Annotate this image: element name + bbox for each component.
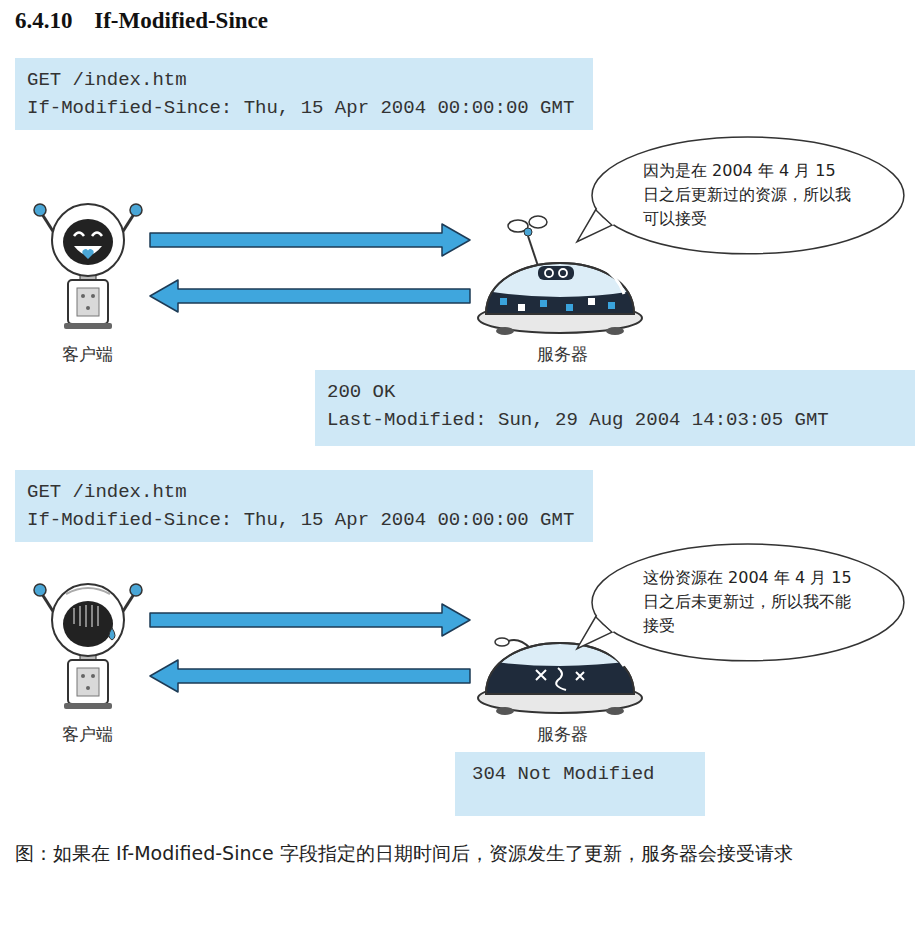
robot-figure: 客户端 — [25, 195, 150, 365]
server-robot-sad-part — [496, 707, 514, 715]
server-robot-sad-part — [600, 646, 624, 666]
client-robot-happy-part — [64, 323, 112, 329]
server-robot-happy-part — [496, 327, 514, 335]
http-header-line: 304 Not Modified — [472, 760, 654, 788]
server-robot-sad-part-part — [480, 660, 640, 696]
client-robot-sad-part — [66, 588, 110, 594]
client-robot-happy-part — [82, 249, 93, 259]
client-robot-sad-part — [77, 668, 99, 696]
client-robot-sad — [34, 584, 142, 709]
http-message-box: 200 OKLast-Modified: Sun, 29 Aug 2004 14… — [315, 370, 915, 446]
robot-figure: 服务器 — [470, 215, 655, 365]
server-robot-happy-part — [524, 228, 532, 236]
server-robot-happy-part-part — [500, 298, 507, 305]
http-message-box: GET /index.htmIf-Modified-Since: Thu, 15… — [15, 58, 593, 130]
top-scene — [34, 204, 642, 335]
http-header-line: GET /index.htm — [27, 66, 187, 94]
http-header-line: 200 OK — [327, 378, 395, 406]
server-robot-sad-part — [536, 668, 584, 690]
server-robot-happy-part — [538, 266, 574, 280]
server-robot-happy-part — [528, 236, 538, 266]
client-robot-sad-part — [86, 686, 90, 690]
client-robot-sad-part — [52, 584, 124, 656]
client-robot-sad-part — [81, 674, 85, 678]
speech-text: 因为是在 2004 年 4 月 15 日之后更新过的资源，所以我可以接受 — [643, 159, 853, 231]
robot-figure: 客户端 — [25, 575, 150, 745]
server-robot-sad-part — [495, 638, 509, 646]
client-robot-happy-part — [63, 219, 113, 265]
transfer-arrow — [150, 660, 470, 692]
figure-caption: 图：如果在 If-Modified-Since 字段指定的日期时间后，资源发生了… — [15, 838, 900, 868]
client-robot-sad-part — [63, 601, 113, 647]
server-robot-happy-part-part — [588, 298, 595, 305]
server-robot-happy-part — [545, 269, 553, 277]
server-robot-happy-part — [486, 263, 634, 314]
client-robot-happy-part — [52, 204, 124, 276]
client-robot-happy — [34, 204, 142, 329]
http-header-line: Last-Modified: Sun, 29 Aug 2004 14:03:05… — [327, 406, 829, 434]
speech-text: 这份资源在 2004 年 4 月 15 日之后未更新过，所以我不能接受 — [643, 566, 853, 638]
client-robot-happy-part — [74, 233, 84, 237]
http-header-line: GET /index.htm — [27, 478, 187, 506]
role-label: 服务器 — [537, 723, 588, 745]
http-header-line: If-Modified-Since: Thu, 15 Apr 2004 00:0… — [27, 506, 574, 534]
client-robot-happy-part — [68, 280, 108, 324]
client-robot-happy-part — [91, 294, 95, 298]
transfer-arrow — [150, 224, 470, 256]
client-robot-happy-part — [34, 204, 46, 216]
speech-bubble: 因为是在 2004 年 4 月 15 日之后更新过的资源，所以我可以接受 — [591, 136, 905, 255]
client-robot-sad-part — [130, 584, 142, 596]
client-robot-sad-part — [91, 674, 95, 678]
server-robot-happy-part — [600, 266, 624, 294]
bubble-outline — [592, 544, 904, 661]
server-robot-happy-part — [480, 290, 640, 316]
speech-bubble: 这份资源在 2004 年 4 月 15 日之后未更新过，所以我不能接受 — [591, 543, 905, 662]
server-robot-happy-part — [559, 269, 567, 277]
bottom-scene — [34, 584, 642, 715]
robot-figure: 服务器 — [470, 595, 655, 745]
http-message-box: 304 Not Modified — [455, 752, 705, 816]
client-robot-sad-part — [68, 660, 108, 704]
transfer-arrow — [150, 604, 470, 636]
client-robot-happy-part — [77, 288, 99, 316]
server-robot-sad-part — [480, 660, 640, 696]
client-robot-happy-part — [86, 306, 90, 310]
client-robot-sad-part — [34, 584, 46, 596]
server-robot-happy — [478, 216, 642, 335]
http-message-box: GET /index.htmIf-Modified-Since: Thu, 15… — [15, 470, 593, 542]
figure-title: 6.4.10 If-Modified-Since — [15, 8, 268, 34]
server-robot-happy-part — [606, 327, 624, 335]
bubble-tail-joint — [598, 615, 614, 630]
server-robot-sad-part — [486, 643, 634, 694]
role-label: 客户端 — [62, 723, 113, 745]
role-label: 服务器 — [537, 343, 588, 365]
transfer-arrow — [150, 280, 470, 312]
bubble-tail-joint — [598, 208, 614, 223]
bubble-outline — [592, 137, 904, 254]
http-header-line: If-Modified-Since: Thu, 15 Apr 2004 00:0… — [27, 94, 574, 122]
server-robot-happy-part-part — [566, 304, 573, 311]
client-robot-happy-part — [92, 233, 102, 237]
client-robot-sad-part — [74, 605, 98, 627]
client-robot-happy-part — [130, 204, 142, 216]
server-robot-happy-part-part — [540, 300, 547, 307]
client-robot-sad-part — [109, 628, 115, 640]
client-robot-happy-part — [81, 294, 85, 298]
role-label: 客户端 — [62, 343, 113, 365]
server-robot-happy-part-part — [518, 304, 525, 311]
server-robot-sad — [478, 638, 642, 715]
client-robot-sad-part — [64, 703, 112, 709]
server-robot-sad-part — [606, 707, 624, 715]
server-robot-happy-part-part — [608, 302, 615, 309]
server-robot-happy-part — [529, 216, 547, 228]
server-robot-happy-part-part — [480, 290, 640, 316]
